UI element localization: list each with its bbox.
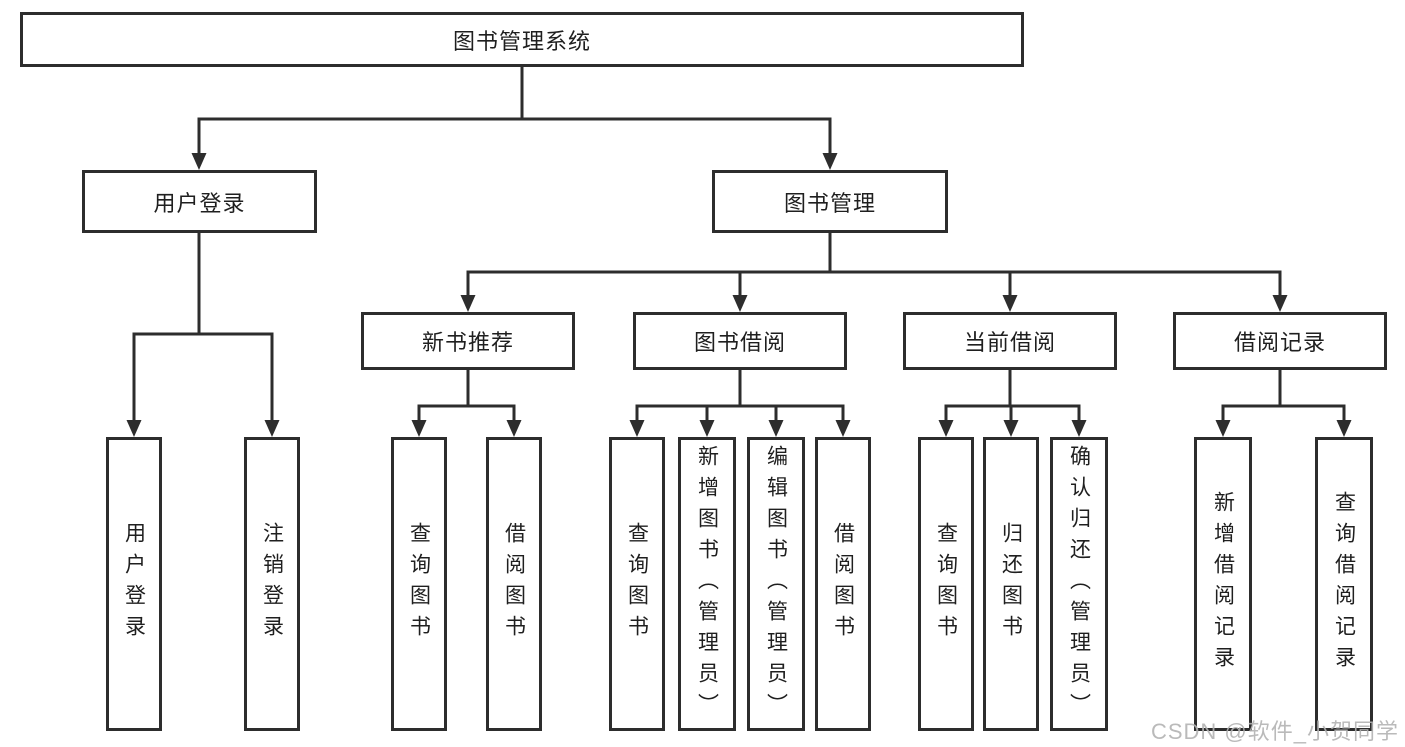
node-confirm-return-admin: 确认归还（管理员） xyxy=(1050,437,1108,731)
node-new-book-recommend: 新书推荐 xyxy=(361,312,575,370)
node-current-query-books: 查询图书 xyxy=(918,437,974,731)
node-borrow-records: 借阅记录 xyxy=(1173,312,1387,370)
node-borrow-borrow-books: 借阅图书 xyxy=(815,437,871,731)
node-library-system: 图书管理系统 xyxy=(20,12,1024,67)
node-return-books: 归还图书 xyxy=(983,437,1039,731)
node-logout: 注销登录 xyxy=(244,437,300,731)
node-query-borrow-record: 查询借阅记录 xyxy=(1315,437,1373,731)
node-add-books-admin: 新增图书（管理员） xyxy=(678,437,736,731)
watermark: CSDN @软件_小贺同学 xyxy=(1150,719,1399,744)
node-add-borrow-record: 新增借阅记录 xyxy=(1194,437,1252,731)
node-user-login-leaf: 用户登录 xyxy=(106,437,162,731)
node-recommend-borrow-books: 借阅图书 xyxy=(486,437,542,731)
node-recommend-query-books: 查询图书 xyxy=(391,437,447,731)
node-user-login: 用户登录 xyxy=(82,170,317,233)
node-current-borrow: 当前借阅 xyxy=(903,312,1117,370)
node-book-management: 图书管理 xyxy=(712,170,948,233)
node-borrow-query-books: 查询图书 xyxy=(609,437,665,731)
node-edit-books-admin: 编辑图书（管理员） xyxy=(747,437,805,731)
node-book-borrow: 图书借阅 xyxy=(633,312,847,370)
